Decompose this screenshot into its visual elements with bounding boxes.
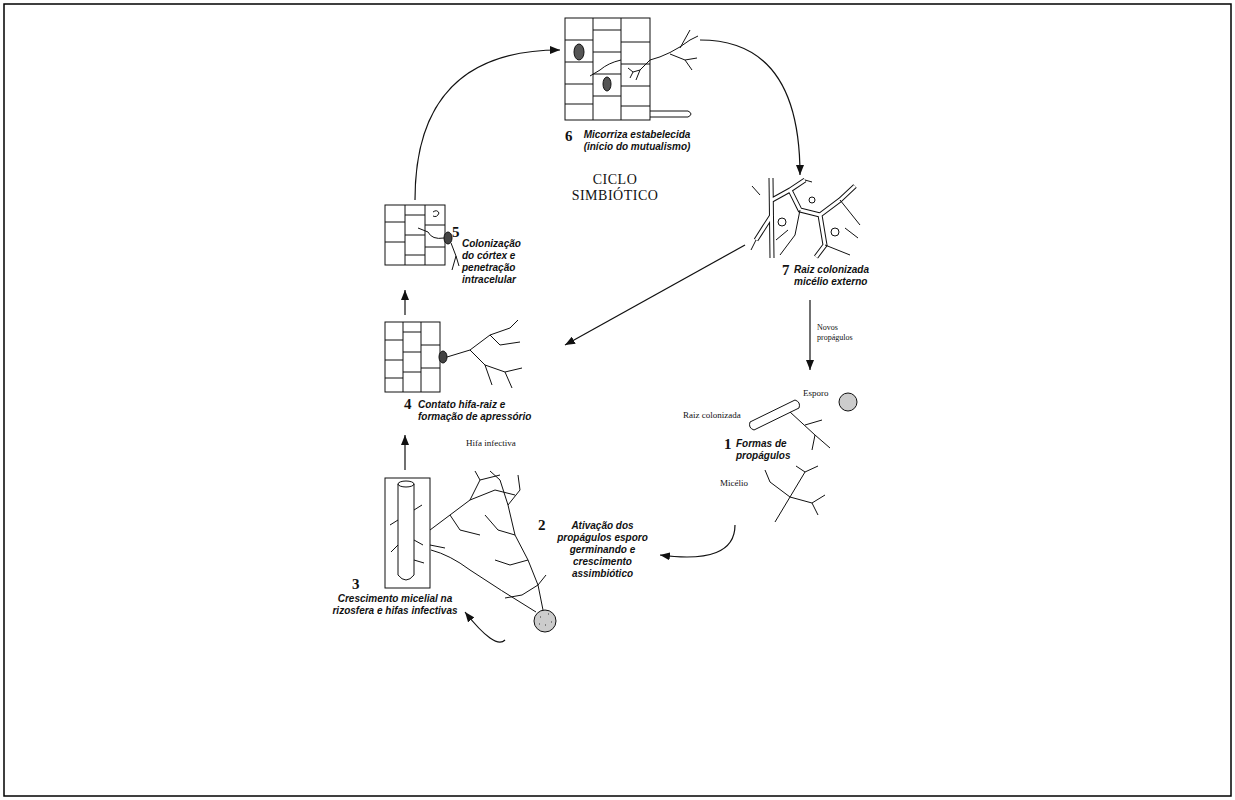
stage-caption: Micorriza estabelecida (início do mutual…	[578, 129, 696, 153]
stage-caption: Ativação dos propágulos esporo germinand…	[550, 520, 655, 580]
part-label: Esporo	[803, 388, 829, 398]
cycle-arrow	[415, 50, 560, 200]
stage-number: 3	[352, 576, 360, 592]
stage-number: 2	[538, 517, 546, 533]
root-cells	[385, 320, 522, 392]
stage-caption: Colonização do córtex e penetração intra…	[462, 238, 524, 286]
stage-number: 5	[452, 224, 460, 240]
stage-number: 4	[404, 396, 412, 412]
stage-group: 6 Micorriza estabelecida (início do mutua…	[560, 12, 700, 167]
germinating-spore	[485, 471, 556, 632]
stage-caption: Raiz colonizada micélio externo	[794, 264, 882, 288]
cycle-arrow	[700, 40, 800, 175]
stage-group: 7Raiz colonizada micélio externo	[745, 175, 885, 300]
cycle-arrow	[809, 300, 810, 370]
frame-border	[4, 4, 1231, 796]
stage-number: 1	[724, 436, 732, 452]
edge-label: Novos propágulos	[816, 323, 868, 343]
stage-number: 6	[565, 128, 573, 144]
part-label: Hifa infectiva	[466, 438, 516, 448]
cycle-arrow	[660, 525, 735, 557]
stage-group: 3Crescimento micelial na rizosfera e hif…	[325, 470, 465, 645]
root-in-rhizosphere	[385, 471, 536, 612]
part-label: Raiz colonizada	[683, 410, 741, 420]
stage-group: 1Formas de propágulos	[680, 370, 870, 525]
stage-group: 4 Contato hifa-raiz e formação de apressó…	[380, 315, 565, 435]
stage-caption: Contato hifa-raiz e formação de apressór…	[418, 399, 553, 423]
part-label: Micélio	[720, 478, 748, 488]
stage-group: 2Ativação dos propágulos esporo germinan…	[475, 465, 660, 640]
colonized-root-system	[751, 178, 860, 258]
cycle-arrow	[404, 435, 405, 470]
stage-caption: Crescimento micelial na rizosfera e hifa…	[330, 593, 460, 617]
root-cells	[385, 205, 459, 270]
diagram-title: CICLO SIMBIÓTICO	[565, 172, 665, 204]
stage-caption: Formas de propágulos	[736, 438, 801, 462]
cycle-arrow	[465, 612, 505, 642]
root-cells	[565, 18, 698, 120]
cycle-arrow	[565, 245, 745, 345]
stage-number: 7	[782, 262, 790, 278]
cycle-arrow	[404, 290, 405, 315]
stage-group: 5Colonização do córtex e penetração intr…	[380, 200, 527, 290]
